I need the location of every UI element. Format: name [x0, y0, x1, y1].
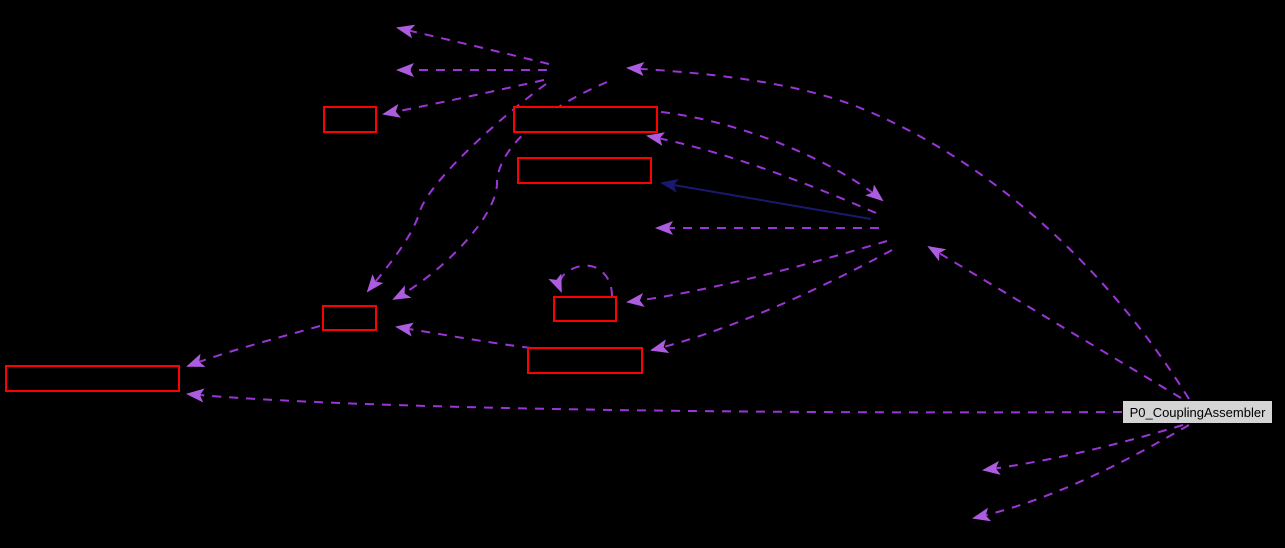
- edge-junction-to-box-small-left-b: [392, 81, 608, 300]
- class-node-top-left[interactable]: [323, 106, 377, 133]
- edge-hub-inherits-box-wide-lower: [660, 178, 872, 220]
- main-class-node[interactable]: P0_CouplingAssembler: [1122, 400, 1273, 424]
- class-node-small-left[interactable]: [322, 305, 377, 331]
- edge-main-to-hub: [927, 245, 1182, 399]
- class-node-wide-upper[interactable]: [513, 106, 658, 133]
- class-node-mid-bottom[interactable]: [527, 347, 643, 374]
- edge-hub-to-box-mid-bottom: [650, 249, 893, 353]
- edge-main-to-box-large-left: [186, 388, 1123, 414]
- class-node-wide-lower[interactable]: [517, 157, 652, 184]
- edge-box-small-left-to-box-large-left: [186, 325, 321, 367]
- edge-main-to-bottom-right-1: [982, 424, 1184, 475]
- edge-hub-to-box-self-loop: [626, 240, 888, 307]
- class-node-self-loop[interactable]: [553, 296, 617, 322]
- edge-self-loop: [548, 264, 613, 297]
- edge-main-to-junction-top: [626, 62, 1190, 400]
- edge-junction-to-box-small-left-a: [366, 83, 547, 293]
- edge-box-mid-bottom-to-box-small-left: [395, 322, 532, 349]
- class-node-large-left[interactable]: [5, 365, 180, 392]
- edge-box-wide-upper-to-hub: [660, 111, 884, 202]
- edge-main-to-bottom-right-2: [972, 424, 1190, 522]
- main-class-label: P0_CouplingAssembler: [1129, 404, 1266, 420]
- edge-junction-to-far-top-left-1: [396, 24, 550, 65]
- edge-hub-to-box-wide-upper: [646, 132, 877, 214]
- edge-junction-to-box-top-left: [382, 79, 545, 118]
